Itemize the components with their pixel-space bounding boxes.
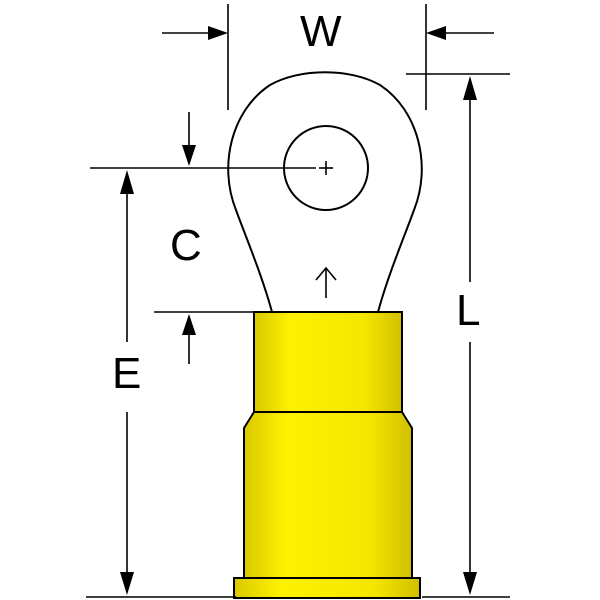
- dimension-e: E: [86, 170, 236, 598]
- tongue-arrow-icon: [315, 266, 337, 298]
- ring-tongue-outline: [227, 71, 423, 313]
- insulation-sleeve: [233, 311, 421, 599]
- label-l: L: [456, 286, 480, 335]
- label-c: C: [170, 221, 202, 270]
- label-e: E: [112, 349, 141, 398]
- dimension-w: W: [162, 4, 494, 110]
- dimension-l: L: [406, 73, 510, 598]
- dimension-c: C: [90, 112, 316, 364]
- label-w: W: [300, 7, 342, 56]
